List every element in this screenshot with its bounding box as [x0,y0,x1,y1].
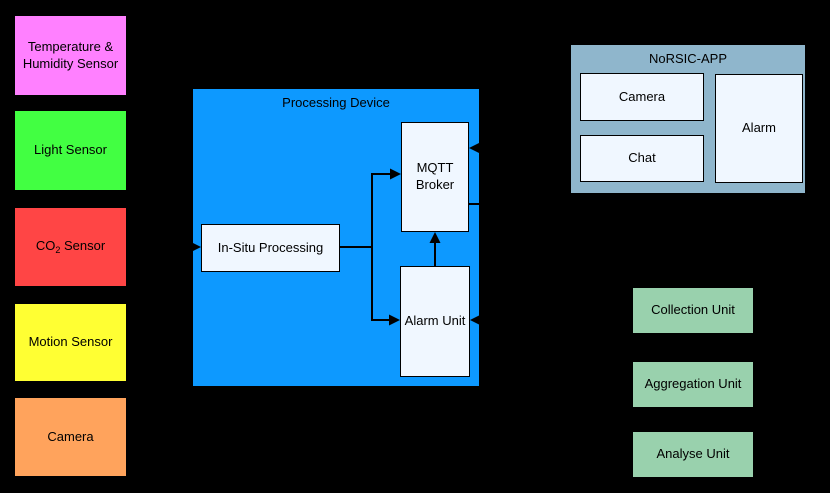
node-label: In-Situ Processing [217,239,324,255]
mqtt-broker-node: MQTT Broker [401,122,469,232]
node-label: Alarm Unit [404,313,466,329]
sensor-label: Motion Sensor [28,334,113,350]
unit-label: Aggregation Unit [644,376,742,392]
node-label: Chat [628,150,656,166]
sensor-label: CO2 Sensor [35,237,106,255]
in-situ-processing-node: In-Situ Processing [201,224,340,272]
node-label: Alarm [742,120,776,136]
alarm-unit-node: Alarm Unit [400,266,470,377]
norsic-app-title: NoRSIC-APP [648,51,728,66]
unit-analyse: Analyse Unit [632,431,754,478]
unit-label: Collection Unit [651,302,735,318]
node-label: MQTT Broker [415,160,455,192]
sensor-motion: Motion Sensor [13,302,128,383]
sensor-camera: Camera [13,396,128,478]
processing-device-title: Processing Device [282,95,390,110]
sensor-light: Light Sensor [13,109,128,192]
subscript-2: 2 [55,244,61,255]
sensor-label: Light Sensor [34,142,107,158]
norsic-chat-node: Chat [580,135,704,182]
unit-collection: Collection Unit [632,287,754,334]
sensor-label: Camera [47,428,94,444]
sensor-co2: CO2 Sensor [13,206,128,288]
sensor-temperature-humidity: Temperature & Humidity Sensor [13,14,128,97]
norsic-alarm-node: Alarm [715,74,803,183]
node-label: Camera [618,88,666,104]
sensor-label: Temperature & Humidity Sensor [22,38,119,71]
norsic-camera-node: Camera [580,73,704,121]
unit-aggregation: Aggregation Unit [632,361,754,408]
unit-label: Analyse Unit [656,446,730,462]
